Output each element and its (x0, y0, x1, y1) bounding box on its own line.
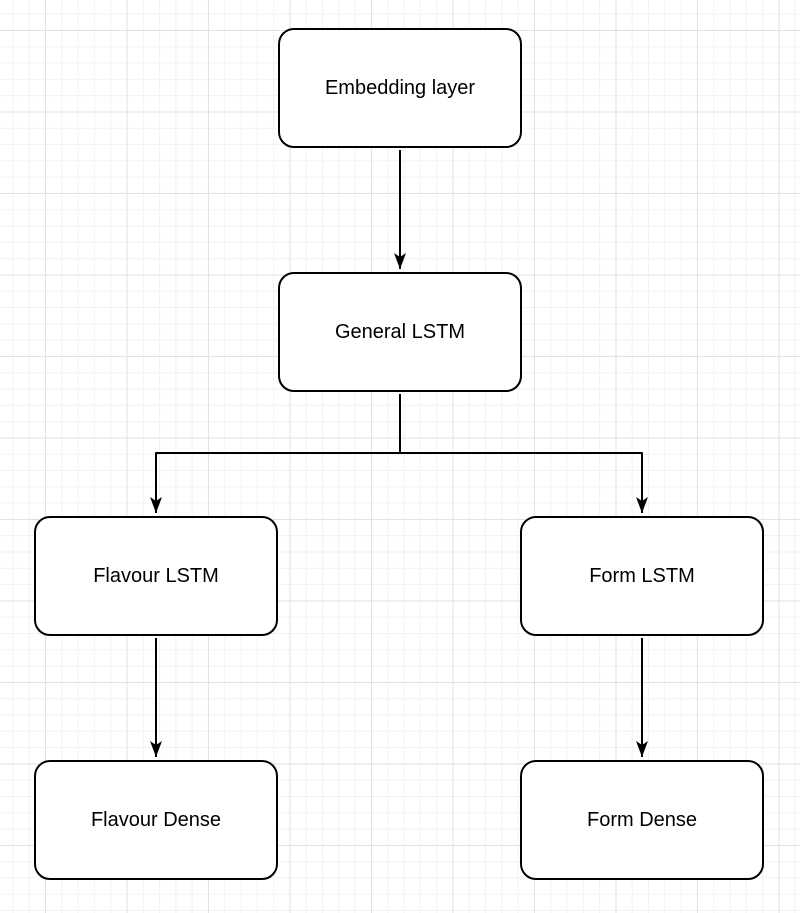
node-form-lstm[interactable]: Form LSTM (520, 516, 764, 636)
node-label: Flavour Dense (90, 809, 222, 831)
edge-general-to-flavour-lstm (150, 394, 401, 513)
node-label: Form LSTM (589, 565, 695, 587)
node-flavour-dense[interactable]: Flavour Dense (34, 760, 278, 880)
node-flavour-lstm[interactable]: Flavour LSTM (34, 516, 278, 636)
node-form-dense[interactable]: Form Dense (520, 760, 764, 880)
node-general-lstm[interactable]: General LSTM (278, 272, 522, 392)
node-label: Flavour LSTM (93, 565, 219, 587)
node-label: General LSTM (334, 321, 466, 343)
node-label: Form Dense (586, 809, 698, 831)
node-label: Embedding layer (324, 77, 476, 99)
node-embedding-layer[interactable]: Embedding layer (278, 28, 522, 148)
edge-general-to-form-lstm (399, 394, 648, 513)
